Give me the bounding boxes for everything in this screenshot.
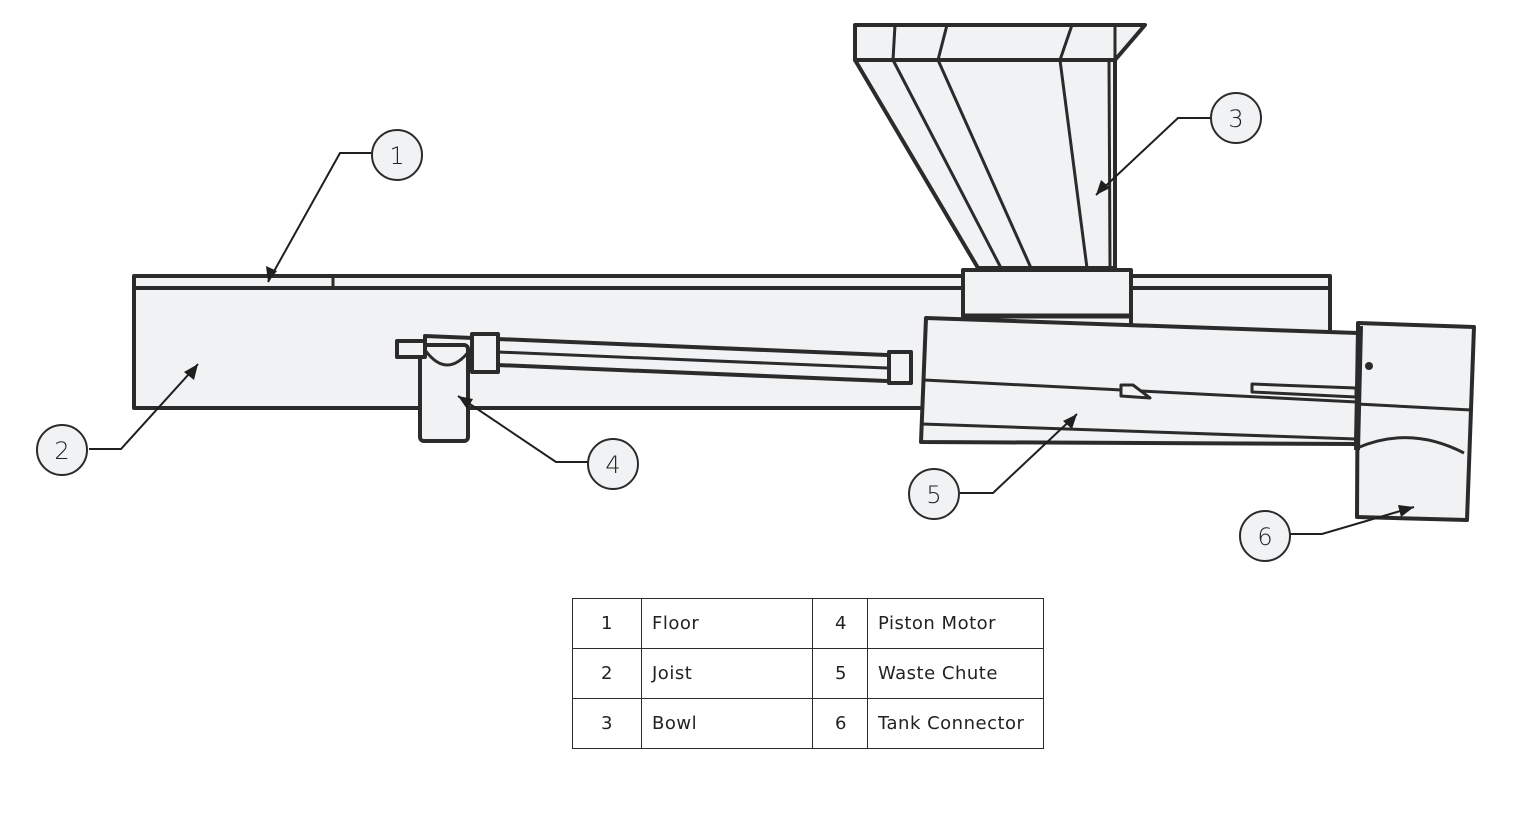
piston-motor xyxy=(395,332,913,443)
balloon-2: 2 xyxy=(36,424,88,476)
legend-label: Waste Chute xyxy=(867,648,1044,699)
floor-strip xyxy=(132,274,1332,290)
balloon-3-number: 3 xyxy=(1228,105,1243,133)
balloon-1-number: 1 xyxy=(389,142,404,170)
balloon-5: 5 xyxy=(908,468,960,520)
balloon-1: 1 xyxy=(371,129,423,181)
legend-label: Bowl xyxy=(641,698,813,749)
legend-row: 1 Floor 4 Piston Motor xyxy=(572,598,1044,649)
legend-number: 6 xyxy=(812,698,868,749)
legend-number: 4 xyxy=(812,598,868,649)
legend-number: 5 xyxy=(812,648,868,699)
balloon-6: 6 xyxy=(1239,510,1291,562)
balloon-3: 3 xyxy=(1210,92,1262,144)
bowl-flange xyxy=(961,268,1133,330)
balloon-2-number: 2 xyxy=(54,437,69,465)
balloon-4-number: 4 xyxy=(605,451,620,479)
legend-number: 3 xyxy=(572,698,642,749)
legend-row: 2 Joist 5 Waste Chute xyxy=(572,648,1044,699)
bowl xyxy=(853,23,1147,270)
legend-label: Joist xyxy=(641,648,813,699)
legend-label: Piston Motor xyxy=(867,598,1044,649)
balloon-5-number: 5 xyxy=(926,481,941,509)
legend-number: 2 xyxy=(572,648,642,699)
waste-chute xyxy=(919,316,1360,446)
parts-legend-table: 1 Floor 4 Piston Motor 2 Joist 5 Waste C… xyxy=(572,598,1044,749)
tank-connector xyxy=(1354,321,1476,522)
leader-lines xyxy=(89,117,1415,535)
legend-number: 1 xyxy=(572,598,642,649)
legend-label: Tank Connector xyxy=(867,698,1044,749)
balloon-6-number: 6 xyxy=(1257,523,1272,551)
legend-label: Floor xyxy=(641,598,813,649)
balloon-4: 4 xyxy=(587,438,639,490)
legend-row: 3 Bowl 6 Tank Connector xyxy=(572,698,1044,749)
